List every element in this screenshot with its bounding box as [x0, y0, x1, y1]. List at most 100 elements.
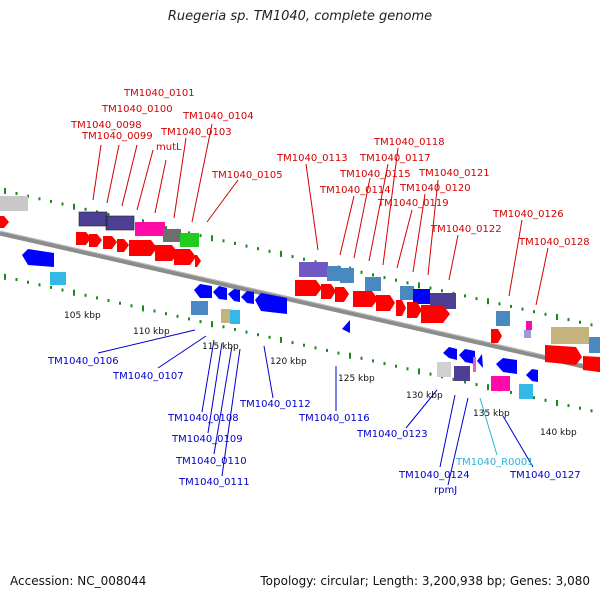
- gene-label-tm1040-0116: TM1040_0116: [298, 413, 370, 424]
- gene-box: [106, 216, 134, 230]
- minor-tick: [383, 362, 386, 366]
- gene-arrow-forward: [155, 245, 178, 261]
- gene-label-tm1040-0109: TM1040_0109: [171, 434, 243, 445]
- top-leader-lines: [92, 123, 549, 306]
- gene-box: [230, 310, 240, 324]
- minor-tick: [314, 260, 317, 264]
- gene-label-tm1040-0101: TM1040_0101: [123, 88, 195, 99]
- minor-tick: [498, 302, 501, 306]
- minor-tick: [61, 288, 64, 292]
- minor-tick: [291, 341, 294, 345]
- forward-gene-row-2: [295, 280, 600, 372]
- minor-tick: [107, 213, 110, 216]
- minor-tick: [15, 278, 18, 281]
- reverse-gene-row: [22, 249, 538, 382]
- gene-arrow-forward: [396, 300, 406, 316]
- minor-tick: [429, 286, 432, 290]
- scale-labels: 105 kbp 110 kbp 115 kbp 120 kbp 125 kbp …: [64, 311, 577, 438]
- major-tick: [556, 400, 558, 406]
- scale-label-125: 125 kbp: [338, 374, 375, 384]
- gene-box-outline: [105, 215, 135, 231]
- gene-label-tm1040-0103: TM1040_0103: [160, 127, 232, 138]
- minor-tick: [153, 309, 156, 313]
- gene-box: [191, 301, 208, 315]
- minor-tick: [326, 348, 328, 352]
- gene-label-tm1040-0106: TM1040_0106: [47, 356, 119, 367]
- gene-arrow-forward: [103, 236, 117, 249]
- minor-tick: [372, 273, 374, 277]
- minor-tick: [337, 351, 340, 355]
- gene-arrow-reverse: [194, 284, 212, 298]
- genome-backbone-highlight: [0, 230, 600, 369]
- gene-label-tm1040-r0001: TM1040_R0001: [455, 457, 534, 468]
- gene-arrow-reverse: [443, 347, 457, 360]
- minor-tick: [119, 301, 121, 305]
- gene-arrow-reverse: [255, 293, 287, 314]
- map-title: Ruegeria sp. TM1040, complete genome: [167, 9, 433, 24]
- minor-tick: [84, 207, 87, 211]
- genome-summary-text: Topology: circular; Length: 3,200,938 bp…: [260, 574, 590, 588]
- gene-box: [0, 196, 28, 211]
- minor-tick: [257, 247, 259, 251]
- minor-tick: [291, 255, 294, 259]
- minor-tick: [475, 383, 478, 387]
- gene-label-tm1040-0124: TM1040_0124: [398, 470, 470, 481]
- minor-tick: [222, 325, 225, 329]
- gene-label-mutl: mutL: [156, 142, 182, 153]
- minor-tick: [234, 241, 236, 245]
- minor-tick: [245, 244, 248, 248]
- minor-tick: [452, 377, 455, 381]
- minor-tick: [383, 276, 386, 280]
- gene-label-tm1040-0113: TM1040_0113: [276, 153, 348, 164]
- gene-box: [496, 311, 510, 326]
- gene-box: [589, 337, 600, 353]
- gene-label-tm1040-0115: TM1040_0115: [339, 169, 411, 180]
- minor-tick: [61, 202, 64, 206]
- major-tick: [280, 250, 282, 257]
- gene-label-tm1040-0120: TM1040_0120: [399, 183, 471, 194]
- minor-tick: [96, 296, 98, 300]
- minor-tick: [372, 359, 374, 363]
- major-tick: [280, 336, 282, 343]
- gene-box: [365, 277, 381, 291]
- minor-tick: [406, 367, 409, 371]
- gene-box: [519, 384, 533, 399]
- major-tick: [211, 235, 213, 242]
- gene-arrow-forward: [407, 302, 422, 318]
- gene-arrow-reverse: [228, 289, 240, 302]
- gene-arrow-forward: [117, 239, 129, 252]
- gene-label-tm1040-0107: TM1040_0107: [112, 371, 184, 382]
- minor-tick: [544, 312, 547, 316]
- minor-tick: [165, 312, 167, 316]
- minor-tick: [199, 234, 202, 238]
- forward-gene-labels: TM1040_0101 TM1040_0100 TM1040_0098 TM10…: [70, 88, 590, 248]
- minor-tick: [521, 307, 524, 311]
- gene-box: [50, 272, 66, 285]
- accession-text: Accession: NC_008044: [10, 574, 147, 588]
- bottom-leader-lines: [97, 329, 534, 486]
- scale-label-120: 120 kbp: [270, 357, 307, 367]
- minor-tick: [245, 330, 248, 334]
- major-tick: [487, 298, 489, 305]
- minor-tick: [188, 231, 190, 235]
- gene-box: [327, 266, 341, 281]
- minor-tick: [395, 364, 397, 368]
- minor-tick: [544, 398, 547, 402]
- minor-tick: [199, 320, 202, 324]
- minor-tick: [406, 281, 409, 285]
- major-tick: [418, 368, 420, 375]
- minor-tick: [268, 335, 271, 339]
- gene-box: [400, 286, 414, 300]
- minor-tick: [395, 278, 397, 282]
- gene-label-tm1040-0112: TM1040_0112: [239, 399, 311, 410]
- gene-arrow-forward: [0, 216, 9, 228]
- gene-box: [473, 357, 476, 372]
- minor-tick: [50, 285, 52, 289]
- major-tick: [349, 352, 351, 359]
- gene-box: [163, 229, 181, 242]
- major-tick: [73, 203, 75, 210]
- minor-tick: [314, 346, 317, 350]
- gene-arrow-forward: [295, 280, 322, 296]
- rna-leader-line: [479, 397, 498, 456]
- gene-box: [221, 309, 231, 323]
